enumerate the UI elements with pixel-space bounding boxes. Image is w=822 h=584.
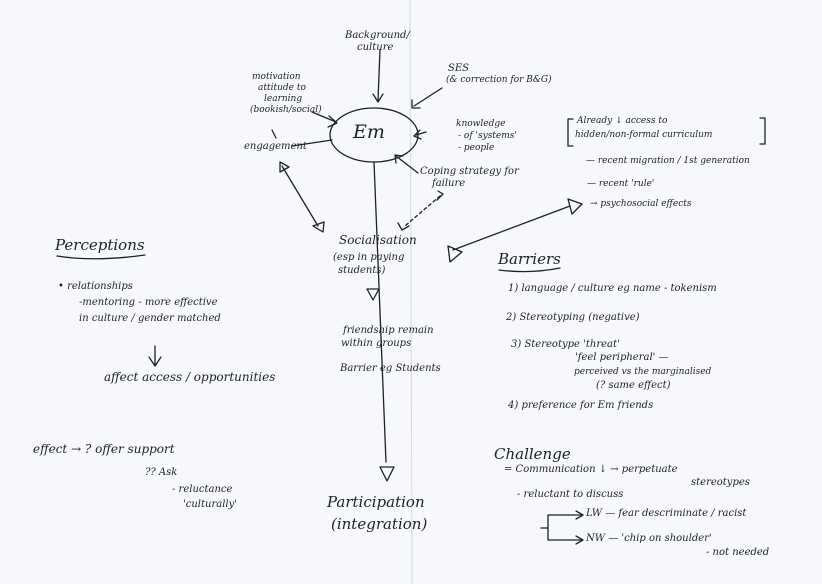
box-item-1: — recent migration / 1st generation [586,156,750,166]
box-item-3: → psychosocial effects [590,199,692,209]
barriers-title: Barriers [498,250,561,268]
challenge-line-2: stereotypes [691,477,750,488]
challenge-line-4: LW — fear descriminate / racist [586,508,747,519]
effect-line-1: ?? Ask [145,467,178,478]
participation-subtitle: (integration) [331,515,428,533]
perceptions-item-1: • relationships [58,281,133,292]
perceptions-arrowhead [148,356,162,367]
ses-arrowhead [411,99,421,109]
main-flow-line [373,161,387,463]
coping-arrow [395,155,419,174]
box-item-2: — recent 'rule' [587,179,655,189]
coping-line-1: Coping strategy for [420,166,519,177]
engagement-link [291,139,333,147]
challenge-branch-bottom [547,527,583,541]
box-line-2: hidden/non-formal curriculum [575,130,713,140]
coping-arrowhead [394,154,404,164]
box-line-1: Already ↓ access to [577,116,668,126]
knowledge-line-2: - of 'systems' [458,131,517,141]
engagement-socialisation-link [281,165,319,227]
motivation-line-3: learning [264,94,303,104]
challenge-line-6: - not needed [706,547,770,558]
perceptions-title: Perceptions [55,236,145,254]
background-label-line-1: Background/ [345,30,410,41]
barriers-underline [498,267,561,273]
dashed-link [404,195,441,227]
barrier-item-2: 2) Stereotyping (negative) [506,312,640,323]
branch-arrowhead-top [575,510,584,520]
challenge-branch-top [540,514,583,529]
dashed-arrowhead-high [436,190,444,201]
bracket-left [567,118,574,147]
knowledge-arrowhead [413,129,422,140]
effect-lead: effect → ? offer support [33,442,175,456]
barrier-item-3-detail-1: 'feel peripheral' — [575,352,669,363]
knowledge-line-3: - people [458,143,495,153]
background-arrow [377,49,381,101]
socialisation-triangle-right [447,245,463,263]
engagement-label: engagement [244,141,307,152]
barrier-item-3-detail-3: (? same effect) [596,380,671,391]
barrier-item-3-detail-2: perceived vs the marginalised [574,367,712,377]
motivation-line-1: motivation [252,72,301,82]
friendship-line-2: within groups [341,338,412,349]
motivation-arrowhead [327,115,338,128]
perceptions-underline [56,254,146,260]
perceptions-result: affect access / opportunities [104,370,276,384]
barrier-item-1: 1) language / culture eg name - tokenism [508,283,717,294]
ses-arrow [413,87,443,107]
background-label-line-2: culture [357,42,394,53]
perceptions-item-3: in culture / gender matched [79,313,221,324]
socialisation-title: Socialisation [339,233,417,247]
barrier-item-3: 3) Stereotype 'threat' [511,339,620,350]
knowledge-arrow [415,131,427,136]
challenge-title: Challenge [494,445,571,463]
ses-label: SES [448,63,470,74]
socialisation-box-link [452,205,571,251]
bracket-right [759,117,766,145]
background-arrowhead [372,93,384,103]
link-arrowhead-bottom [312,221,325,233]
friendship-line-1: friendship remain [343,325,434,336]
socialisation-line-3: students) [338,265,386,276]
socialisation-triangle [366,288,380,301]
branch-arrowhead-bottom [575,535,584,545]
motivation-line-2: attitude to [258,83,306,93]
challenge-line-1: = Communication ↓ → perpetuate [504,464,678,475]
engagement-tick [271,129,277,139]
motivation-line-4: (bookish/social) [250,105,322,115]
barrier-students-label: Barrier eg Students [340,363,441,374]
link-arrowhead-top [279,161,290,173]
paper-fold-line [409,0,413,584]
dashed-arrowhead-low [397,222,410,231]
box-arrowhead [567,198,583,215]
center-label: Em [353,121,385,143]
perceptions-item-2: -mentoring - more effective [79,297,218,308]
challenge-line-5: NW — 'chip on shoulder' [586,533,712,544]
participation-arrowhead [379,466,395,482]
motivation-arrow [311,111,337,123]
socialisation-line-2: (esp in paying [333,252,405,263]
effect-line-2: - reluctance [172,484,233,495]
barrier-item-4: 4) preference for Em friends [508,400,654,411]
challenge-line-3: - reluctant to discuss [517,489,624,500]
ses-note: (& correction for B&G) [446,75,552,85]
coping-line-2: failure [432,178,466,189]
participation-title: Participation [327,493,425,511]
knowledge-line-1: knowledge [456,119,506,129]
effect-line-3: 'culturally' [183,499,237,510]
